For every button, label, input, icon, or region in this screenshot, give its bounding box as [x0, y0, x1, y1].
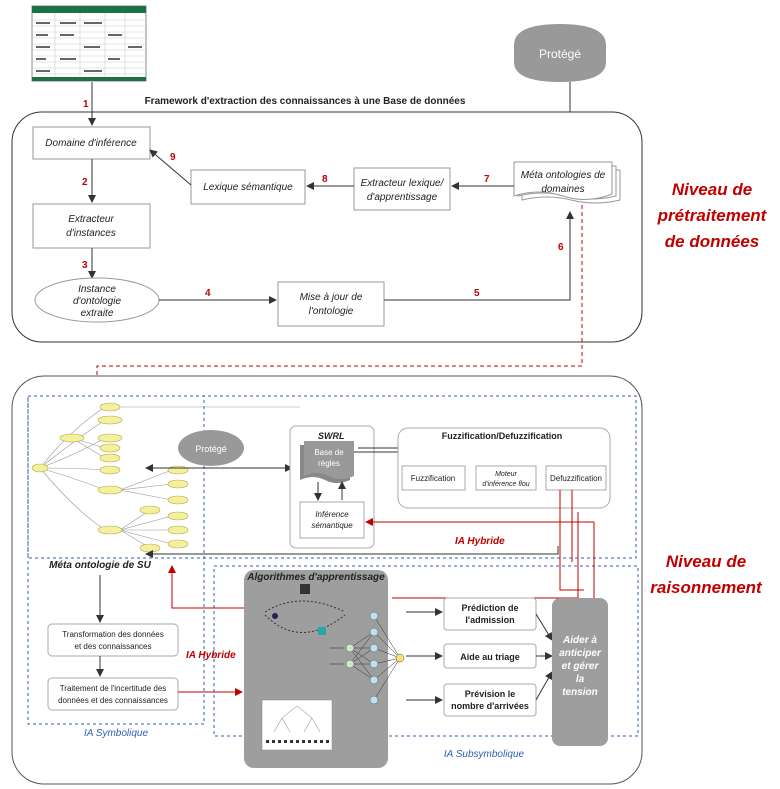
extracteur-lexique-label-1: Extracteur lexique/	[361, 178, 445, 189]
meta-ontologie-su-label: Méta ontologie de SU	[49, 560, 151, 571]
prediction-label-1: Prédiction de	[461, 603, 518, 613]
aider-label-5: tension	[562, 687, 598, 698]
arrow-to-meta-ontologie	[145, 546, 559, 558]
lexique-semantique-label: Lexique sémantique	[203, 182, 293, 193]
ia-hybride-label-2: IA Hybride	[186, 650, 236, 661]
framework-container	[11, 111, 643, 343]
aide-triage-label: Aide au triage	[460, 652, 520, 662]
level-label-pretraitement-1: Niveau de	[672, 180, 752, 199]
aider-label-3: et gérer	[562, 661, 600, 672]
traitement-box	[47, 677, 179, 711]
step-number-9: 9	[170, 152, 176, 163]
base-regles-label-1: Base de	[314, 448, 344, 457]
algorithmes-title: Algorithmes d'apprentissage	[246, 572, 385, 583]
neural-network-graphic	[330, 611, 405, 705]
extracteur-instances-label-2: d'instances	[66, 228, 116, 239]
extracteur-lexique-box	[353, 167, 451, 211]
traitement-label-2: données et des connaissances	[58, 696, 168, 705]
defuzzification-box	[545, 465, 607, 491]
aider-label-2: anticiper	[559, 648, 602, 659]
instance-ontologie-label-1: Instance	[78, 284, 116, 295]
arrow-prediction-aider	[535, 613, 553, 641]
traitement-label-1: Traitement de l'incertitude des	[60, 684, 167, 693]
step-number-6: 6	[558, 242, 564, 253]
arrow-9	[149, 149, 192, 186]
protege-database-top: Protégé	[514, 24, 606, 82]
reinforcement-cycle-graphic	[264, 584, 346, 635]
arrow-5	[384, 211, 574, 301]
ia-subsymbolique-label: IA Subsymbolique	[444, 749, 525, 760]
decision-tree-graphic	[261, 699, 333, 751]
aider-box	[552, 598, 608, 746]
inference-semantique-label-2: sémantique	[311, 521, 353, 530]
prediction-label-2: l'admission	[465, 615, 514, 625]
level-label-pretraitement-3: de données	[665, 232, 759, 251]
inference-semantique-box	[299, 501, 365, 539]
extracteur-lexique-label-2: d'apprentissage	[367, 192, 438, 203]
mise-a-jour-box	[277, 281, 385, 327]
mise-a-jour-label-2: l'ontologie	[309, 306, 354, 317]
prevision-label-1: Prévision le	[465, 689, 516, 699]
meta-ontologies-stack: Méta ontologies de domaines	[513, 161, 621, 204]
step-number-7: 7	[484, 174, 490, 185]
transformation-label-2: et des connaissances	[75, 642, 152, 651]
base-regles-doc-2	[304, 441, 354, 479]
defuzzification-label: Defuzzification	[550, 474, 602, 483]
aider-label-1: Aider à	[562, 635, 597, 646]
prevision-label-2: nombre d'arrivées	[451, 701, 529, 711]
transformation-label-1: Transformation des données	[62, 630, 164, 639]
instance-ontologie-label-2: d'ontologie	[73, 296, 122, 307]
moteur-label-2: d'inférence flou	[482, 481, 529, 488]
moteur-box	[475, 465, 537, 491]
fuzzification-box	[401, 465, 466, 491]
level-label-raisonnement-1: Niveau de	[666, 552, 746, 571]
ia-subsymbolique-region	[213, 565, 639, 737]
instance-ontologie-label-3: extraite	[81, 308, 114, 319]
protege-label-top: Protégé	[539, 47, 581, 61]
step-number-5: 5	[474, 288, 480, 299]
step-number-2: 2	[82, 177, 88, 188]
transformation-box	[47, 623, 179, 657]
step-number-1: 1	[83, 99, 89, 110]
ia-symbolique-label: IA Symbolique	[84, 728, 149, 739]
aider-label-4: la	[576, 674, 585, 685]
ontology-graph	[31, 402, 300, 553]
domaine-inference-box	[32, 126, 151, 160]
extracteur-instances-label-1: Extracteur	[68, 214, 114, 225]
base-regles-label-2: règles	[318, 459, 340, 468]
protege-label-bottom: Protégé	[195, 444, 227, 454]
ia-hybride-label-1: IA Hybride	[455, 536, 505, 547]
swrl-title: SWRL	[318, 431, 345, 441]
fuzzy-title: Fuzzification/Defuzzification	[442, 431, 563, 441]
framework-title: Framework d'extraction des connaissances…	[145, 96, 466, 107]
moteur-label-1: Moteur	[495, 471, 517, 478]
meta-ontologies-label-2: domaines	[541, 184, 584, 195]
spreadsheet-thumbnail	[31, 5, 147, 82]
level-label-raisonnement-2: raisonnement	[650, 578, 763, 597]
hybrid-link-algo-ontology	[168, 565, 244, 609]
meta-ontologies-label-1: Méta ontologies de	[521, 170, 606, 181]
arrow-prevision-aider	[535, 671, 553, 701]
domaine-inference-label: Domaine d'inférence	[45, 138, 137, 149]
step-number-8: 8	[322, 174, 328, 185]
protege-database-bottom	[178, 430, 244, 466]
step-number-3: 3	[82, 260, 88, 271]
lexique-semantique-box	[190, 169, 306, 205]
step-number-4: 4	[205, 288, 211, 299]
level-label-pretraitement-2: prétraitement	[657, 206, 768, 225]
inference-semantique-label-1: Inférence	[315, 510, 349, 519]
hybrid-link-right-2	[559, 490, 584, 591]
mise-a-jour-label-1: Mise à jour de	[300, 292, 363, 303]
fuzzification-label: Fuzzification	[411, 474, 455, 483]
extracteur-instances-box	[32, 203, 151, 249]
